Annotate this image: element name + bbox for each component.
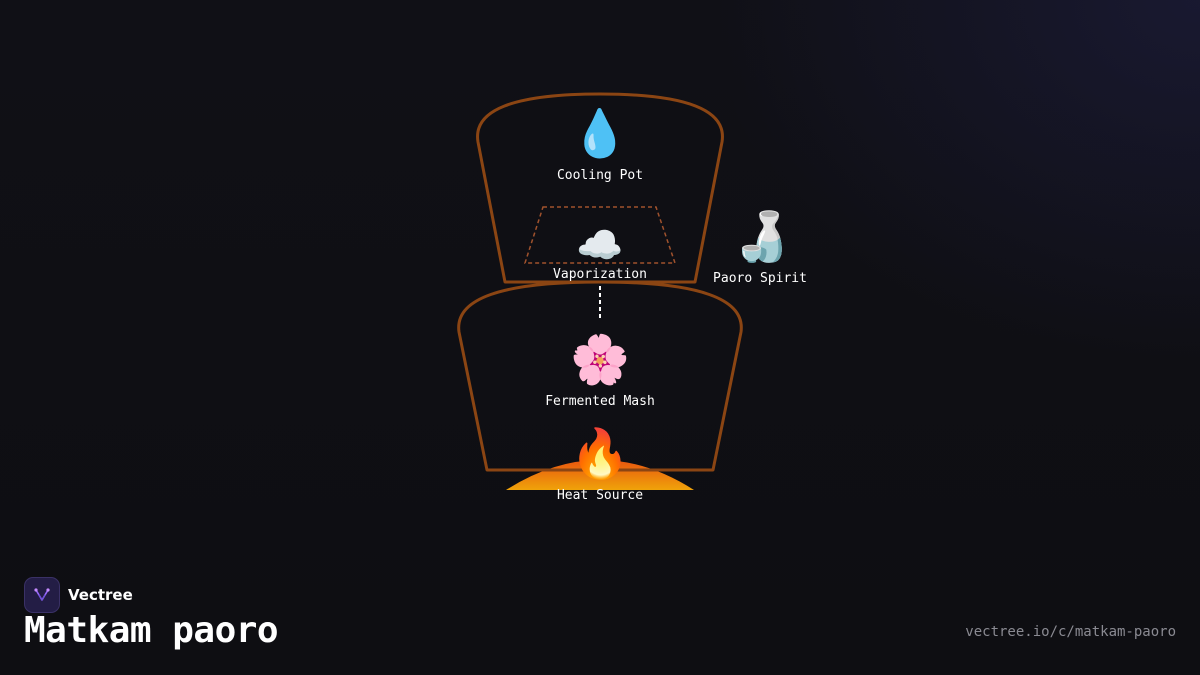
heat-source-glow	[506, 460, 694, 490]
source-url[interactable]: vectree.io/c/matkam-paoro	[965, 624, 1176, 640]
sake-bottle-icon: 🍶	[732, 209, 792, 265]
heat-source-label: Heat Source	[556, 488, 644, 503]
paoro-spirit-label: Paoro Spirit	[713, 271, 807, 286]
vaporization-label: Vaporization	[553, 267, 647, 282]
brand: Vectree	[24, 577, 133, 613]
fermented-mash-label: Fermented Mash	[545, 394, 655, 409]
brand-name: Vectree	[68, 586, 133, 604]
cooling-pot-vessel	[476, 92, 724, 284]
blossom-icon: 🌸	[570, 332, 630, 388]
page-title: Matkam paoro	[24, 610, 279, 651]
mash-vessel	[457, 280, 743, 472]
water-drop-icon: 💧	[571, 106, 629, 160]
cooling-pot-label: Cooling Pot	[556, 168, 644, 183]
fire-icon: 🔥	[570, 426, 630, 482]
cloud-icon: ☁️	[576, 223, 624, 267]
vectree-logo-icon	[24, 577, 60, 613]
